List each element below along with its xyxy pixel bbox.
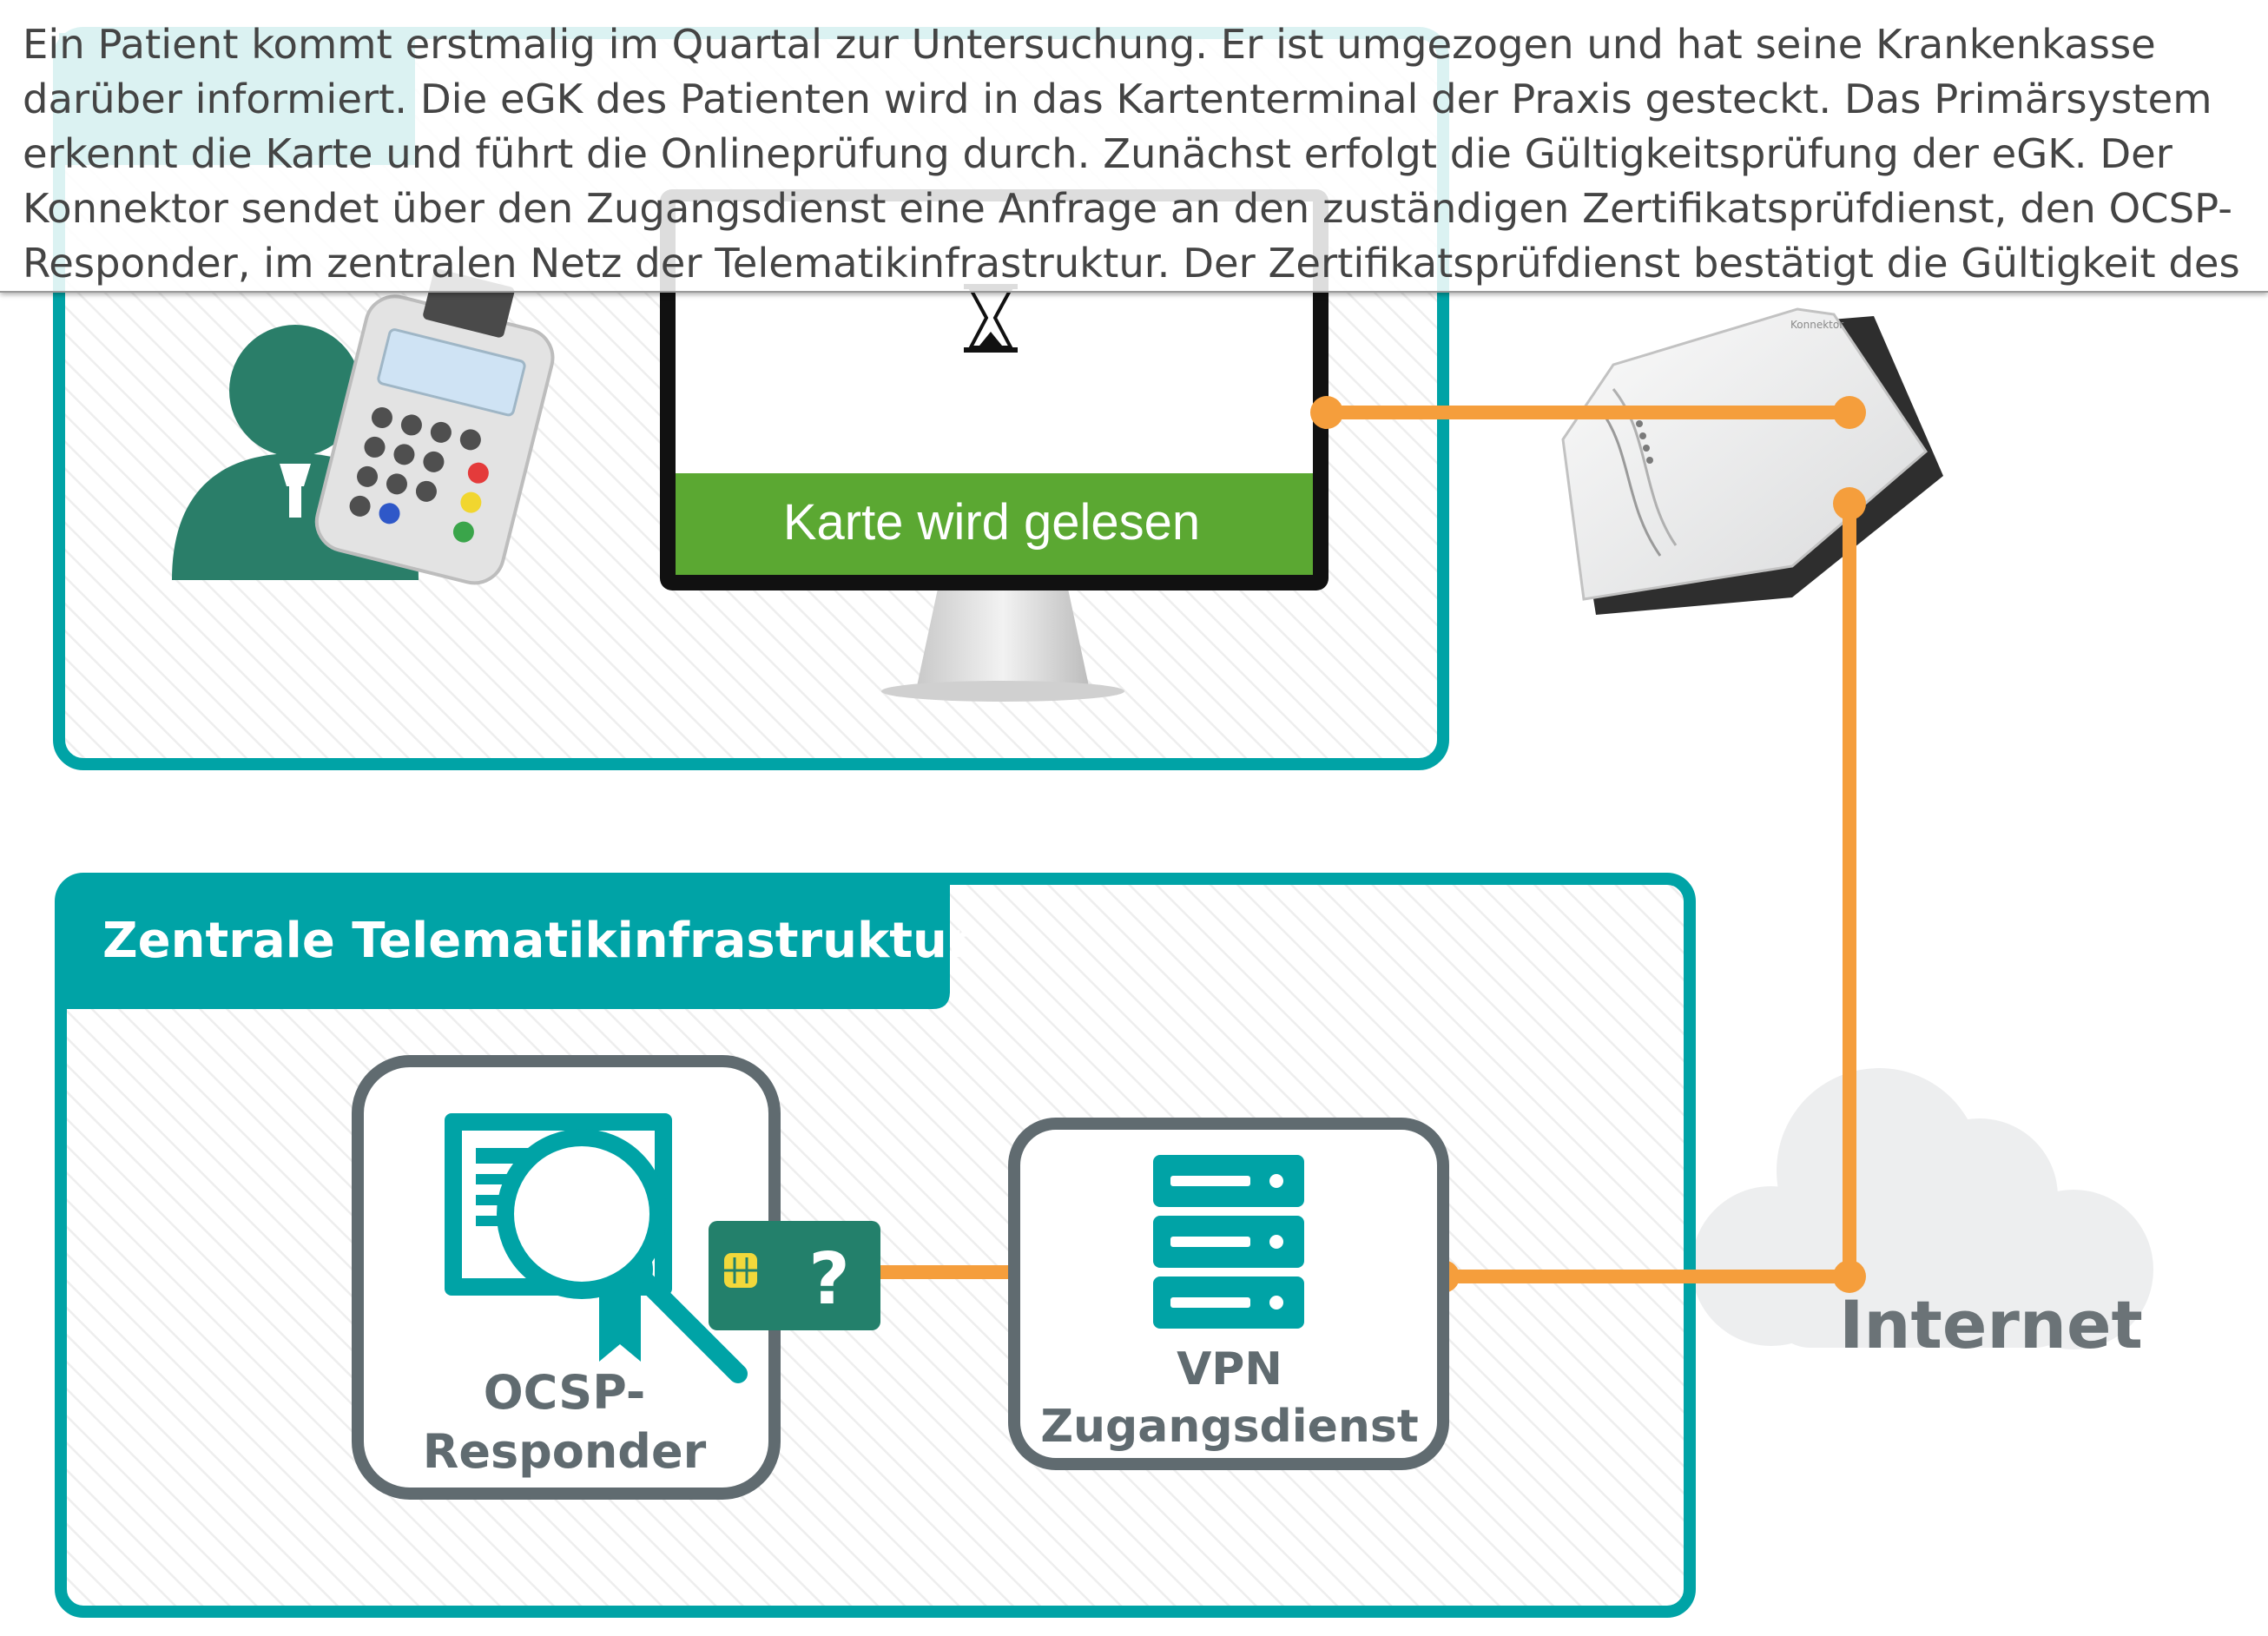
- ocsp-label-line1: OCSP-: [484, 1365, 645, 1420]
- card-terminal-icon: [314, 268, 555, 585]
- zentrale-title-tab: [61, 879, 950, 1009]
- zentrale-title: Zentrale Telematikinfrastruktur: [102, 913, 972, 969]
- egk-card-icon: [709, 1221, 880, 1330]
- internet-label: Internet: [1839, 1286, 2143, 1363]
- connection-lines: [870, 406, 1856, 1283]
- konnektor-device: Konnektor: [1561, 307, 1943, 615]
- certificate-search-icon: [445, 1113, 748, 1383]
- caption-overlay: Ein Patient kommt erstmalig im Quartal z…: [0, 0, 2268, 293]
- monitor-stand: [917, 589, 1089, 686]
- server-icon: [1153, 1155, 1304, 1329]
- konnektor-label: Konnektor: [1790, 319, 1843, 331]
- ocsp-label-line2: Responder: [423, 1424, 707, 1479]
- monitor-status-bar: [676, 473, 1313, 575]
- vpn-label-line2: Zugangsdienst: [1040, 1401, 1418, 1453]
- caption-text: Ein Patient kommt erstmalig im Quartal z…: [23, 21, 2240, 287]
- vpn-label-line1: VPN: [1177, 1343, 1282, 1395]
- monitor-status-text: Karte wird gelesen: [783, 494, 1200, 551]
- egk-card-question-mark: ?: [808, 1238, 850, 1321]
